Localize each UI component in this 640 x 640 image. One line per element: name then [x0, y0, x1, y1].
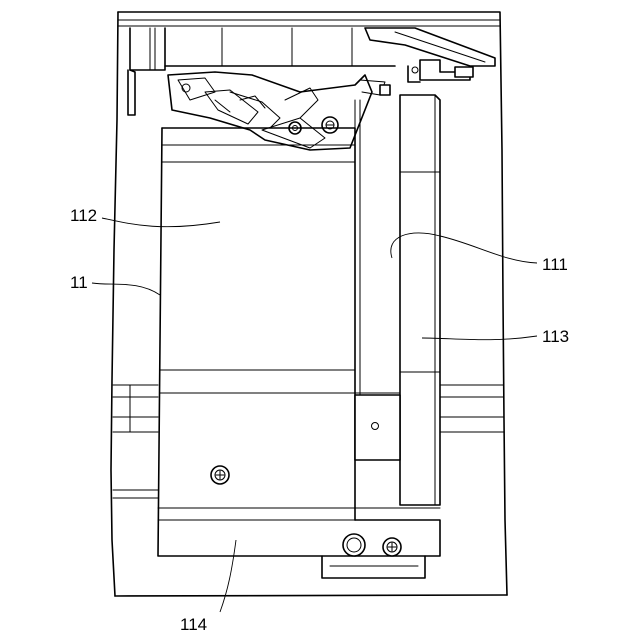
- main-panel: [158, 128, 440, 556]
- ref-111-label: 111: [542, 255, 568, 274]
- ref-113-label: 113: [542, 327, 569, 346]
- vertical-arm: [355, 95, 440, 505]
- hinge-mechanism: [168, 72, 390, 150]
- ref-112-label: 112: [70, 206, 97, 225]
- side-rails: [113, 385, 504, 498]
- base-block: [322, 520, 440, 578]
- ref-11-label: 11: [70, 273, 88, 292]
- ref-114-label: 114: [180, 615, 207, 634]
